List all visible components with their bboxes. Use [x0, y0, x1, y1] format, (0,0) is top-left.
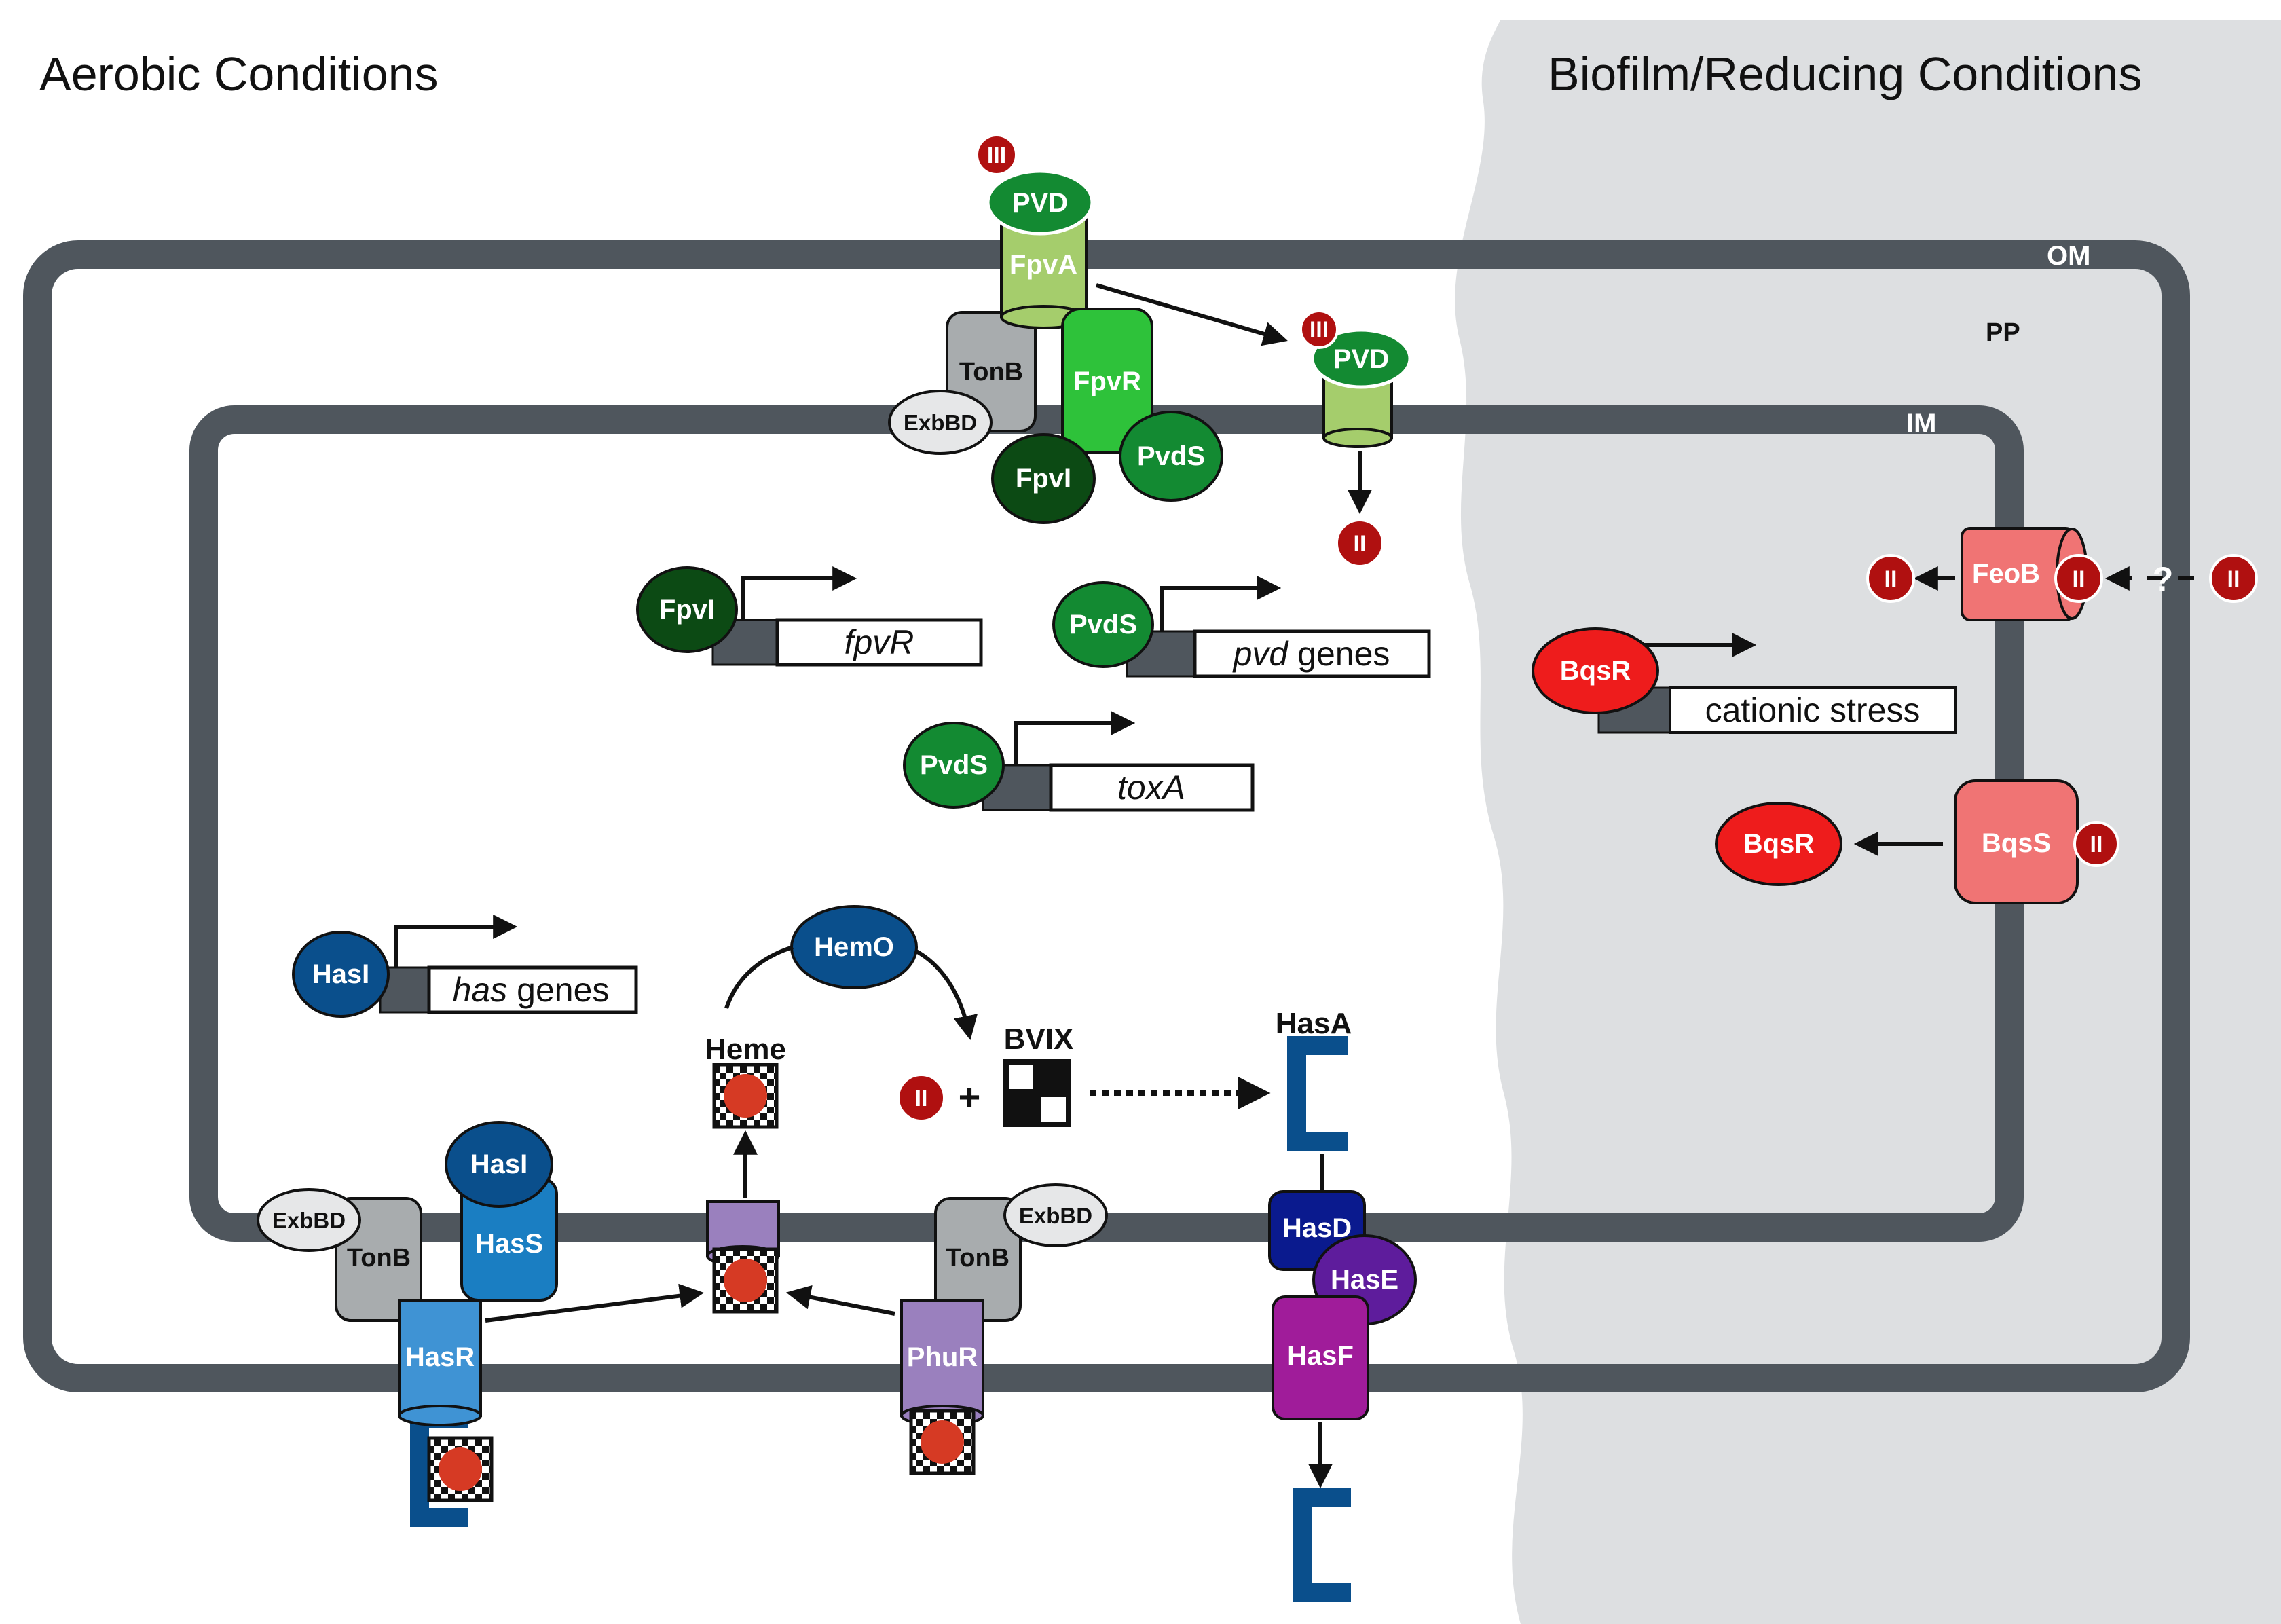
hass-protein: HasS [460, 1177, 558, 1302]
arrow-hemo-curve-right [914, 948, 978, 1041]
phur-protein: PhuR [900, 1299, 984, 1426]
hasf-protein: HasF [1272, 1295, 1369, 1420]
fe2-ion-hemo: II [897, 1073, 946, 1122]
pvds-gene-regulator-2: PvdS [903, 722, 1005, 809]
gene-has: has genes [379, 915, 638, 1014]
exbbd-top: ExbBD [888, 390, 993, 455]
fe2-ion-pvd: II [1335, 519, 1384, 568]
svg-text:pvd genes: pvd genes [1232, 635, 1390, 673]
pvds-membrane: PvdS [1119, 411, 1223, 502]
svg-text:PhuR: PhuR [907, 1342, 978, 1372]
fe2-ion-bqss: II [2073, 821, 2119, 867]
svg-text:FpvA: FpvA [1009, 250, 1077, 280]
gene-fpvr: fpvR [711, 566, 983, 667]
svg-text:PvdS: PvdS [920, 750, 988, 780]
svg-text:II: II [1885, 566, 1897, 592]
svg-text:III: III [1310, 317, 1329, 343]
fpvi-gene-regulator: FpvI [636, 566, 738, 653]
svg-text:has genes: has genes [453, 971, 610, 1009]
fe3-ion-inner: III [1299, 310, 1339, 349]
svg-text:TonB: TonB [959, 358, 1023, 386]
svg-text:HasI: HasI [312, 959, 370, 989]
svg-text:HasE: HasE [1331, 1265, 1398, 1295]
heme-molecule [712, 1063, 779, 1129]
bqss-protein: BqsS [1954, 779, 2079, 904]
svg-text:cationic stress: cationic stress [1705, 691, 1921, 729]
svg-text:ExbBD: ExbBD [904, 410, 977, 435]
svg-text:II: II [2073, 566, 2085, 592]
biofilm-header: Biofilm/Reducing Conditions [1548, 48, 2142, 100]
svg-text:HasF: HasF [1287, 1341, 1354, 1371]
heme-hasr [427, 1436, 494, 1502]
om-label: OM [2047, 241, 2090, 271]
pvd-inner: PVD [1310, 328, 1412, 389]
outer-membrane [23, 240, 2190, 1392]
arrow-fpva-to-pvd [1096, 283, 1288, 346]
hasa-bottom-bracket [1293, 1488, 1351, 1602]
svg-text:ExbBD: ExbBD [1019, 1203, 1092, 1228]
hasi-membrane: HasI [445, 1121, 553, 1208]
pp-label: PP [1986, 318, 2020, 347]
svg-text:FpvR: FpvR [1073, 367, 1141, 396]
gene-toxa: toxA [982, 711, 1255, 812]
heme-label: Heme [705, 1033, 786, 1066]
svg-text:HasD: HasD [1282, 1213, 1352, 1243]
aerobic-header: Aerobic Conditions [39, 48, 439, 100]
svg-text:II: II [915, 1086, 928, 1111]
bqsr-gene-regulator: BqsR [1532, 627, 1659, 714]
svg-text:FpvI: FpvI [659, 595, 715, 625]
bqsr-response-regulator: BqsR [1715, 802, 1842, 886]
svg-text:HemO: HemO [814, 932, 894, 962]
plus-sign: + [959, 1075, 981, 1118]
svg-text:II: II [2227, 566, 2240, 592]
svg-text:II: II [1354, 531, 1367, 557]
svg-text:PVD: PVD [1012, 188, 1068, 218]
pvd-outer: PVD [986, 169, 1094, 236]
svg-text:BqsS: BqsS [1982, 828, 2051, 858]
svg-text:fpvR: fpvR [845, 623, 914, 661]
im-label: IM [1906, 409, 1936, 439]
svg-text:HasS: HasS [475, 1229, 543, 1259]
bvix-molecule [1003, 1059, 1071, 1127]
heme-periplasm [712, 1247, 779, 1314]
hemo-enzyme: HemO [790, 905, 918, 989]
exbbd-right: ExbBD [1003, 1183, 1108, 1247]
arrow-hasr-to-heme [485, 1283, 705, 1323]
heme-phur [909, 1409, 976, 1475]
svg-text:PvdS: PvdS [1069, 610, 1137, 640]
hasa-label: HasA [1276, 1007, 1352, 1040]
svg-text:HasR: HasR [405, 1342, 475, 1372]
svg-text:II: II [2090, 832, 2103, 857]
svg-text:toxA: toxA [1117, 769, 1185, 807]
svg-text:PvdS: PvdS [1137, 441, 1205, 471]
svg-text:FpvI: FpvI [1016, 464, 1071, 494]
hasr-protein: HasR [398, 1299, 482, 1426]
fe3-ion-top: III [976, 134, 1018, 176]
fe2-ion-extracellular: II [2209, 554, 2258, 603]
arrow-hemo-curve-left [724, 945, 794, 1009]
fpvi-membrane: FpvI [991, 433, 1096, 524]
svg-text:ExbBD: ExbBD [272, 1208, 346, 1233]
tonb-right: TonB [934, 1197, 1022, 1322]
svg-text:HasI: HasI [470, 1149, 528, 1179]
fe2-ion-feob-in: II [2054, 554, 2103, 603]
pvds-gene-regulator-1: PvdS [1052, 581, 1154, 668]
svg-text:FeoB: FeoB [1972, 559, 2040, 589]
svg-text:TonB: TonB [946, 1244, 1009, 1272]
bvix-label: BVIX [1004, 1022, 1074, 1056]
hasa-top-bracket [1287, 1036, 1348, 1151]
fe2-ion-feob-cyto: II [1866, 554, 1915, 603]
svg-text:BqsR: BqsR [1743, 829, 1815, 859]
gene-pvd: pvd genes [1126, 576, 1431, 678]
svg-text:PVD: PVD [1333, 344, 1389, 374]
svg-text:BqsR: BqsR [1560, 656, 1631, 686]
exbbd-left: ExbBD [257, 1188, 361, 1252]
fpvr-protein: FpvR [1061, 308, 1153, 454]
arrow-phur-to-heme [785, 1285, 895, 1316]
svg-text:TonB: TonB [347, 1244, 411, 1272]
unknown-transport-mark: ? [2153, 560, 2174, 598]
svg-text:III: III [987, 143, 1006, 168]
hasi-gene-regulator: HasI [292, 931, 390, 1018]
